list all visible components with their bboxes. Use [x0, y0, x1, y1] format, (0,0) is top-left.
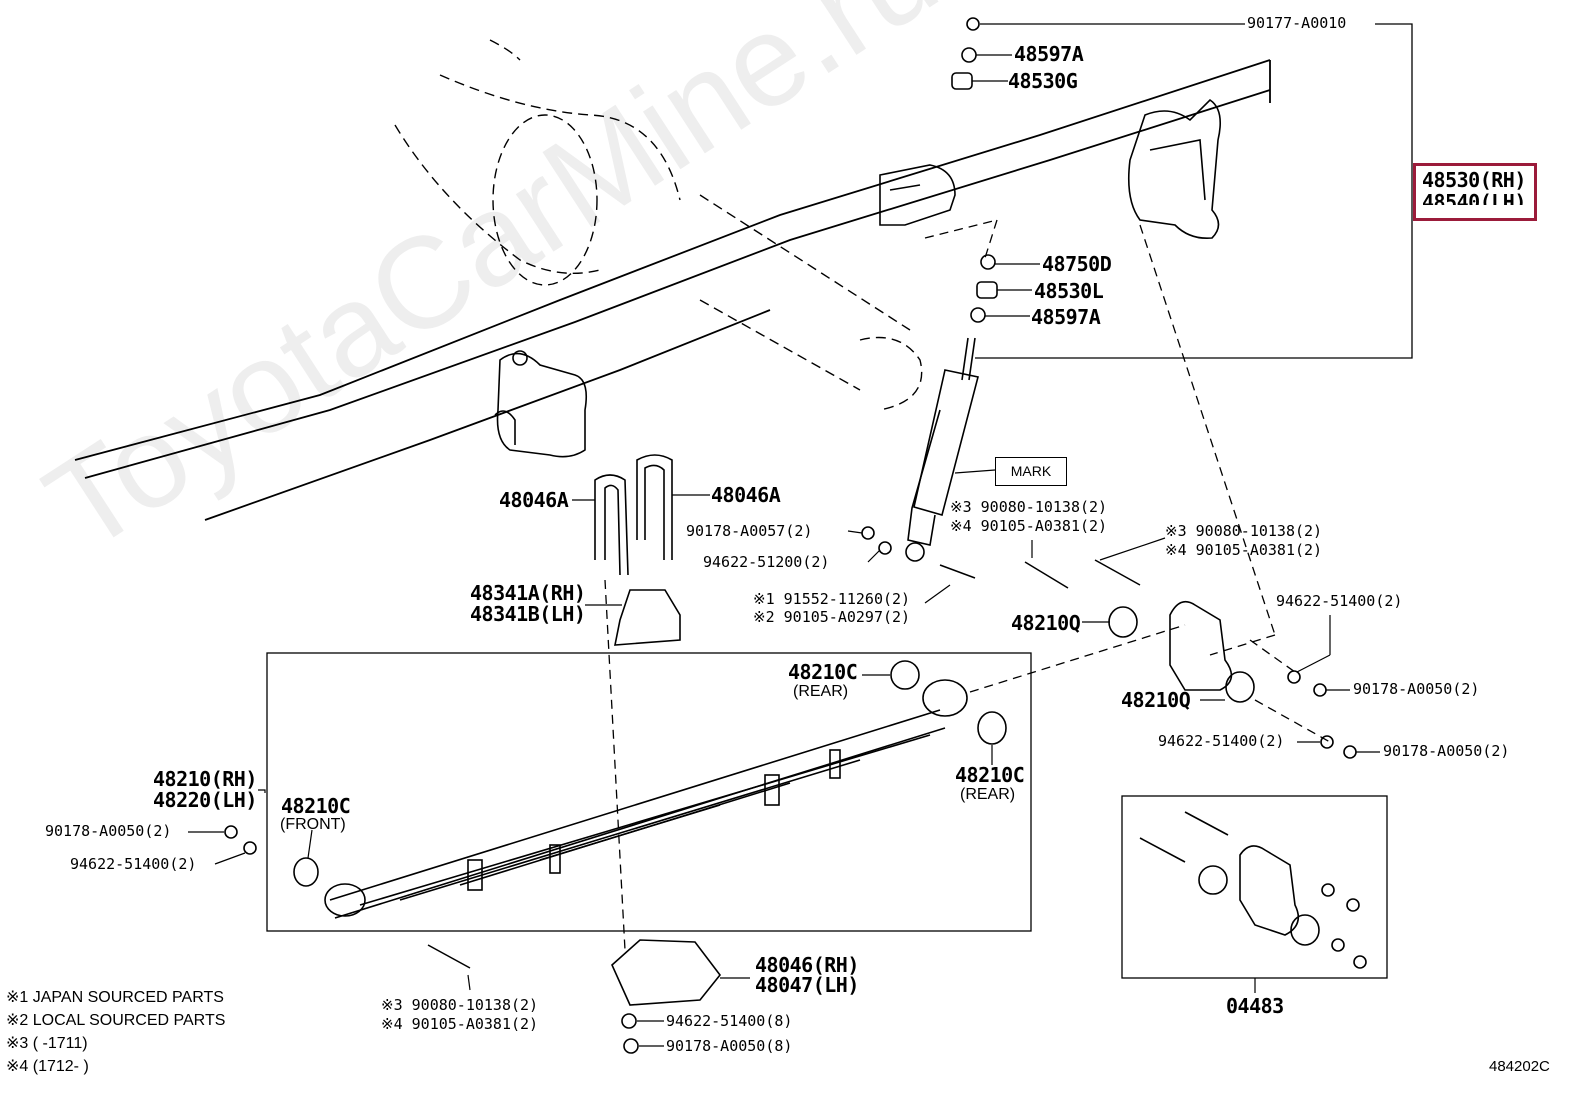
part-94622-51400-c[interactable]: 94622-51400(2) — [70, 855, 197, 873]
part-90177-a0010[interactable]: 90177-A0010 — [1247, 14, 1347, 32]
part-48530-rh[interactable]: 48530(RH) — [1422, 168, 1526, 192]
part-94622-51400-d[interactable]: 94622-51400(8) — [666, 1012, 793, 1030]
part-48341b-lh[interactable]: 48341B(LH) — [470, 602, 586, 626]
part-48210c-front[interactable]: 48210C — [281, 794, 351, 818]
part-48530g[interactable]: 48530G — [1008, 69, 1078, 93]
shackle — [1169, 600, 1233, 691]
rear-hanger-bracket — [1127, 98, 1221, 240]
part-48220-lh[interactable]: 48220(LH) — [153, 788, 257, 812]
part-90105-a0381-a1[interactable]: ※4 90105-A0381(2) — [950, 517, 1108, 535]
kit-box — [1121, 795, 1388, 979]
part-90105-a0297[interactable]: ※2 90105-A0297(2) — [753, 608, 911, 626]
part-48047-lh[interactable]: 48047(LH) — [755, 973, 859, 997]
shock-absorber — [905, 337, 979, 562]
bushings — [293, 606, 1255, 887]
part-04483[interactable]: 04483 — [1226, 994, 1284, 1018]
part-94622-51400-b[interactable]: 94622-51400(2) — [1158, 732, 1285, 750]
note-3: ※3 ( -1711) — [6, 1035, 88, 1052]
part-90105-a0381-a2[interactable]: ※4 90105-A0381(2) — [1165, 541, 1323, 559]
part-48540-lh[interactable]: 48540(LH) — [1422, 190, 1526, 214]
part-48597a-mid[interactable]: 48597A — [1031, 305, 1101, 329]
mark-label: MARK — [995, 457, 1067, 486]
spring-bumper — [614, 589, 681, 646]
part-48530l[interactable]: 48530L — [1034, 279, 1104, 303]
part-90178-a0050-c[interactable]: 90178-A0050(2) — [45, 822, 172, 840]
highlight-box — [1413, 163, 1537, 221]
part-90178-a0050-b[interactable]: 90178-A0050(2) — [1383, 742, 1510, 760]
part-90105-a0381-b[interactable]: ※4 90105-A0381(2) — [381, 1015, 539, 1033]
part-48210q-b[interactable]: 48210Q — [1121, 688, 1191, 712]
part-48341a-rh[interactable]: 48341A(RH) — [470, 581, 586, 605]
part-48046a-left[interactable]: 48046A — [499, 488, 569, 512]
bolts — [427, 559, 1141, 969]
part-90178-a0050-a[interactable]: 90178-A0050(2) — [1353, 680, 1480, 698]
part-48210q-a[interactable]: 48210Q — [1011, 611, 1081, 635]
part-48210c-rear-top[interactable]: 48210C — [788, 660, 858, 684]
dashed-leaders — [604, 219, 1331, 951]
front-hanger-bracket — [494, 350, 588, 458]
part-48750d[interactable]: 48750D — [1042, 252, 1112, 276]
leader-lines — [188, 23, 1380, 1047]
part-48046a-right[interactable]: 48046A — [711, 483, 781, 507]
part-94622-51200[interactable]: 94622-51200(2) — [703, 553, 830, 571]
frame-rail — [74, 59, 1271, 521]
kit-contents — [1139, 811, 1367, 969]
part-90080-10138-a1[interactable]: ※3 90080-10138(2) — [950, 498, 1108, 516]
part-48597a-top[interactable]: 48597A — [1014, 42, 1084, 66]
shock-upper-mount — [879, 164, 956, 226]
leaf-spring — [324, 679, 968, 919]
label-front: (FRONT) — [280, 816, 346, 833]
note-1: ※1 JAPAN SOURCED PARTS — [6, 989, 224, 1006]
group-bracket — [975, 23, 1413, 359]
leaf-spring-frame — [266, 652, 1032, 932]
part-48210c-rear-right[interactable]: 48210C — [955, 763, 1025, 787]
u-bolts — [594, 454, 673, 576]
label-rear-right: (REAR) — [960, 786, 1016, 803]
part-90080-10138-a2[interactable]: ※3 90080-10138(2) — [1165, 522, 1323, 540]
part-48046-rh[interactable]: 48046(RH) — [755, 953, 859, 977]
label-rear-top: (REAR) — [793, 683, 849, 700]
part-90178-a0050-d[interactable]: 90178-A0050(8) — [666, 1037, 793, 1055]
diagram-code: 484202C — [1489, 1058, 1550, 1075]
note-2: ※2 LOCAL SOURCED PARTS — [6, 1012, 226, 1029]
part-91552-11260[interactable]: ※1 91552-11260(2) — [753, 590, 911, 608]
part-48210-rh[interactable]: 48210(RH) — [153, 767, 257, 791]
part-90080-10138-b[interactable]: ※3 90080-10138(2) — [381, 996, 539, 1014]
nuts-washers — [224, 17, 1357, 1054]
part-90178-a0057[interactable]: 90178-A0057(2) — [686, 522, 813, 540]
axle-housing — [394, 39, 923, 411]
spring-seat-plate — [611, 939, 722, 1006]
part-94622-51400-a[interactable]: 94622-51400(2) — [1276, 592, 1403, 610]
note-4: ※4 (1712- ) — [6, 1058, 89, 1075]
